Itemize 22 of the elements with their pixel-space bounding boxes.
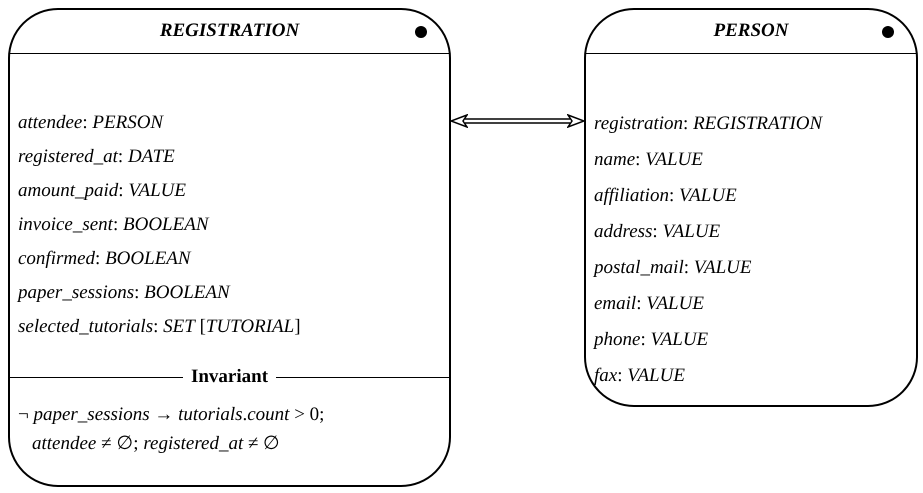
feature-text: selected_tutorials: SET [TUTORIAL] xyxy=(18,315,301,339)
feature-text: registration: REGISTRATION xyxy=(594,112,822,136)
class-box xyxy=(584,8,918,407)
class-box xyxy=(8,8,451,487)
invariant-text: ¬ paper_sessions → tutorials.count > 0; xyxy=(18,403,324,427)
feature-text: attendee: PERSON xyxy=(18,111,164,135)
feature-text: amount_paid: VALUE xyxy=(18,179,186,203)
feature-text: name: VALUE xyxy=(594,148,703,172)
feature-text: address: VALUE xyxy=(594,220,720,244)
feature-text: email: VALUE xyxy=(594,292,704,316)
feature-text: invoice_sent: BOOLEAN xyxy=(18,213,208,237)
feature-text: affiliation: VALUE xyxy=(594,184,737,208)
feature-text: postal_mail: VALUE xyxy=(594,256,752,280)
feature-text: fax: VALUE xyxy=(594,364,685,388)
class-name: PERSON xyxy=(714,19,788,44)
feature-text: confirmed: BOOLEAN xyxy=(18,247,191,271)
feature-text: registered_at: DATE xyxy=(18,145,175,169)
feature-text: phone: VALUE xyxy=(594,328,708,352)
feature-text: paper_sessions: BOOLEAN xyxy=(18,281,230,305)
class-name: REGISTRATION xyxy=(160,19,300,44)
section-heading: Invariant xyxy=(190,366,270,388)
invariant-text: attendee ≠ ∅; registered_at ≠ ∅ xyxy=(32,432,280,456)
